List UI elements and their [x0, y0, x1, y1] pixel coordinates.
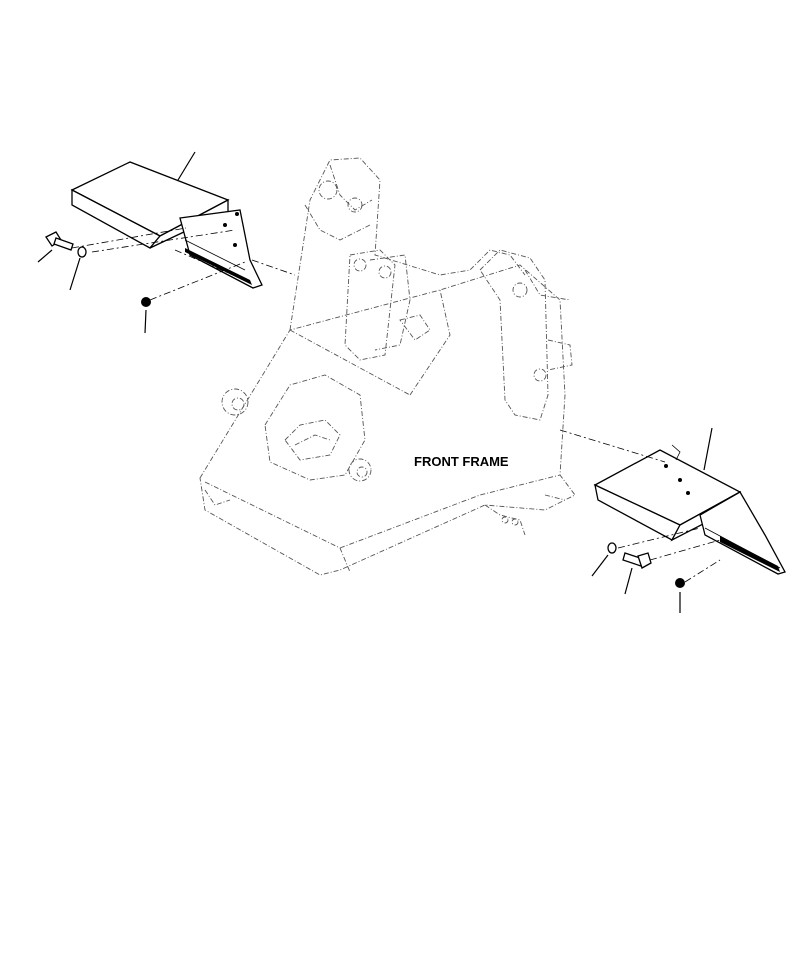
right-fasteners [559, 429, 721, 613]
front-frame [199, 157, 576, 576]
right-step [593, 427, 786, 575]
left-step [70, 151, 263, 289]
front-frame-label: FRONT FRAME [414, 454, 509, 469]
left-fasteners [37, 227, 296, 334]
